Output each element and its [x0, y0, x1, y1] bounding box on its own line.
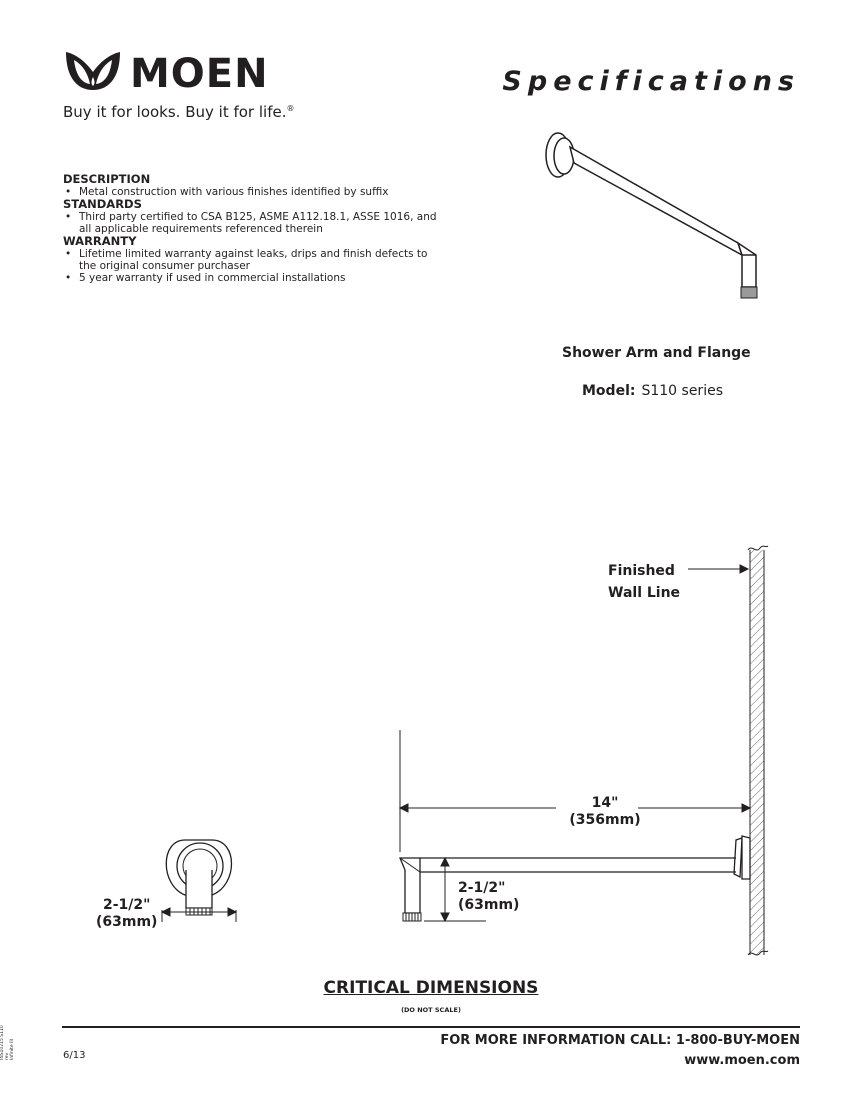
- page-title: Specifications: [502, 66, 800, 97]
- footer-phone: FOR MORE INFORMATION CALL: 1-800-BUY-MOE…: [440, 1033, 800, 1048]
- list-item: Lifetime limited warranty against leaks,…: [63, 248, 443, 272]
- description-list: Metal construction with various finishes…: [63, 186, 443, 198]
- document-code: INS10215 S110 rev Infinite III: [0, 1025, 15, 1060]
- flange-dimension-label: 2-1/2" (63mm): [96, 897, 158, 930]
- shower-arm-illustration: [545, 132, 758, 299]
- product-name: Shower Arm and Flange: [562, 345, 751, 361]
- dimension-drawing: [160, 545, 769, 956]
- footer-divider: [62, 1026, 800, 1028]
- spec-text-block: DESCRIPTION Metal construction with vari…: [63, 172, 443, 285]
- moen-logo-icon: [66, 52, 120, 90]
- list-item: Metal construction with various finishes…: [63, 186, 443, 198]
- revision-date: 6/13: [63, 1050, 86, 1061]
- warranty-list: Lifetime limited warranty against leaks,…: [63, 248, 443, 284]
- description-heading: DESCRIPTION: [63, 172, 151, 186]
- standards-list: Third party certified to CSA B125, ASME …: [63, 211, 443, 235]
- brand-tagline: Buy it for looks. Buy it for life.®: [63, 103, 295, 121]
- drop-dimension-label: 2-1/2" (63mm): [458, 880, 520, 913]
- critical-dimensions-title: CRITICAL DIMENSIONS: [323, 978, 539, 998]
- brand-name: MOEN: [130, 51, 269, 97]
- length-dimension-label: 14" (356mm): [569, 795, 641, 828]
- warranty-heading: WARRANTY: [63, 234, 137, 248]
- list-item: 5 year warranty if used in commercial in…: [63, 272, 443, 284]
- finished-wall-label: Finished Wall Line: [608, 563, 681, 601]
- footer-website-link[interactable]: www.moen.com: [684, 1053, 800, 1068]
- list-item: Third party certified to CSA B125, ASME …: [63, 211, 443, 235]
- model-line: Model:S110 series: [582, 383, 723, 399]
- do-not-scale-note: (DO NOT SCALE): [401, 1006, 461, 1014]
- standards-heading: STANDARDS: [63, 197, 142, 211]
